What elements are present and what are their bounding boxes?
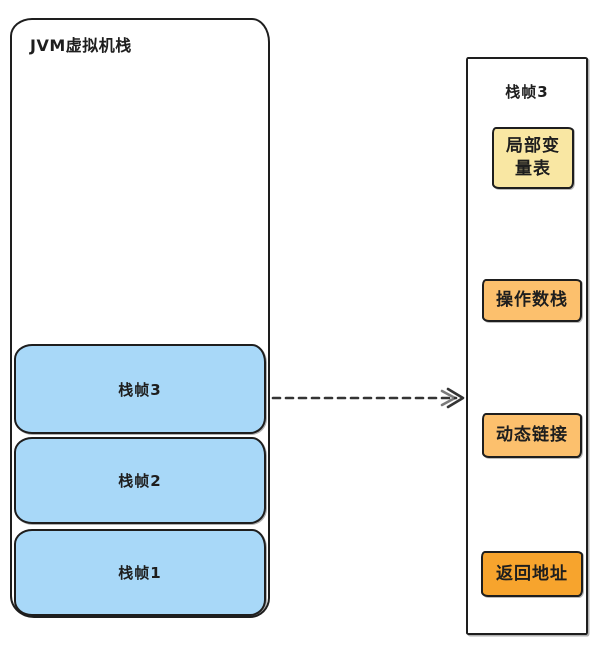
dashed-arrow xyxy=(271,387,465,409)
stack-frame-1: 栈帧1 xyxy=(14,529,266,616)
frame-detail-title: 栈帧3 xyxy=(505,83,549,101)
operand-stack-label: 操作数栈 xyxy=(496,290,568,311)
local-variable-table-label: 局部变量表 xyxy=(506,136,560,179)
jvm-stack-container: JVM虚拟机栈 栈帧3 栈帧2 栈帧1 xyxy=(10,18,270,618)
stack-frame-2-label: 栈帧2 xyxy=(118,472,162,490)
jvm-stack-title: JVM虚拟机栈 xyxy=(30,36,132,55)
dynamic-linking-box: 动态链接 xyxy=(482,413,582,458)
stack-frame-3: 栈帧3 xyxy=(14,344,266,434)
stack-frame-2: 栈帧2 xyxy=(14,437,266,524)
local-variable-table-box: 局部变量表 xyxy=(492,127,574,189)
frame-detail-container: 栈帧3 局部变量表 操作数栈 动态链接 返回地址 xyxy=(466,57,588,635)
stack-frame-1-label: 栈帧1 xyxy=(118,564,162,582)
return-address-label: 返回地址 xyxy=(496,563,568,584)
dynamic-linking-label: 动态链接 xyxy=(496,425,568,446)
return-address-box: 返回地址 xyxy=(481,551,583,597)
arrowhead-icon xyxy=(446,387,465,409)
stack-frame-3-label: 栈帧3 xyxy=(118,380,162,399)
operand-stack-box: 操作数栈 xyxy=(482,279,582,322)
